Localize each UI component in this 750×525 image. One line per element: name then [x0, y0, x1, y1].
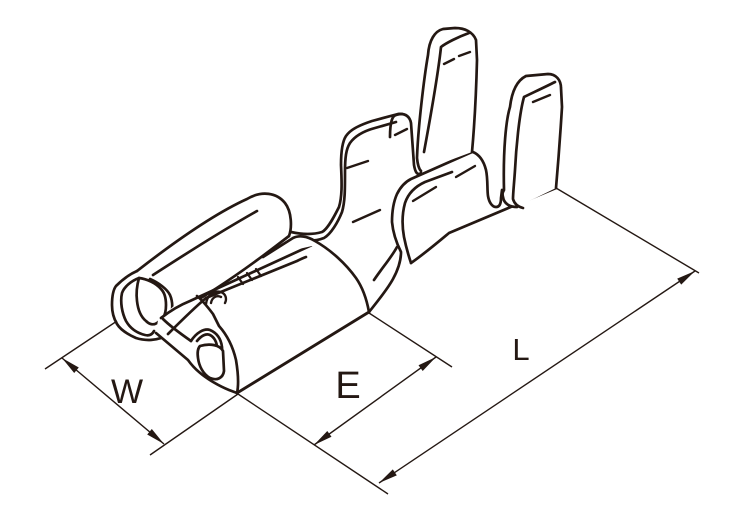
svg-text:W: W: [111, 373, 143, 411]
svg-text:L: L: [512, 332, 529, 367]
svg-text:E: E: [335, 365, 360, 407]
